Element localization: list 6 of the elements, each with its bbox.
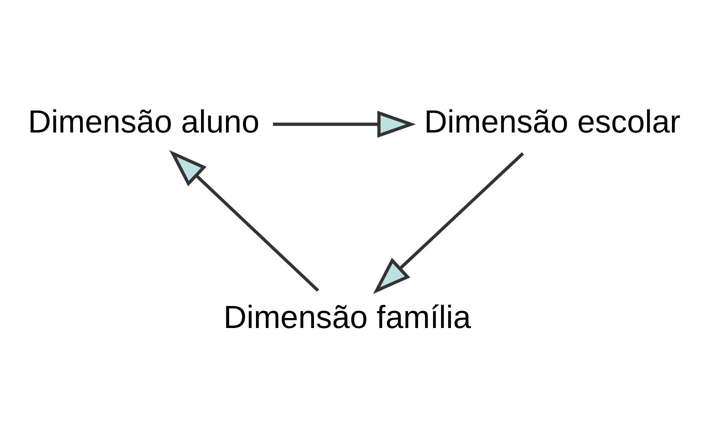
arrow xyxy=(169,150,320,292)
node-text: Dimensão aluno xyxy=(28,103,260,140)
arrow xyxy=(373,152,524,294)
arrow xyxy=(272,110,416,138)
node-text: Dimensão escolar xyxy=(424,103,680,140)
node-text: Dimensão família xyxy=(223,298,471,335)
